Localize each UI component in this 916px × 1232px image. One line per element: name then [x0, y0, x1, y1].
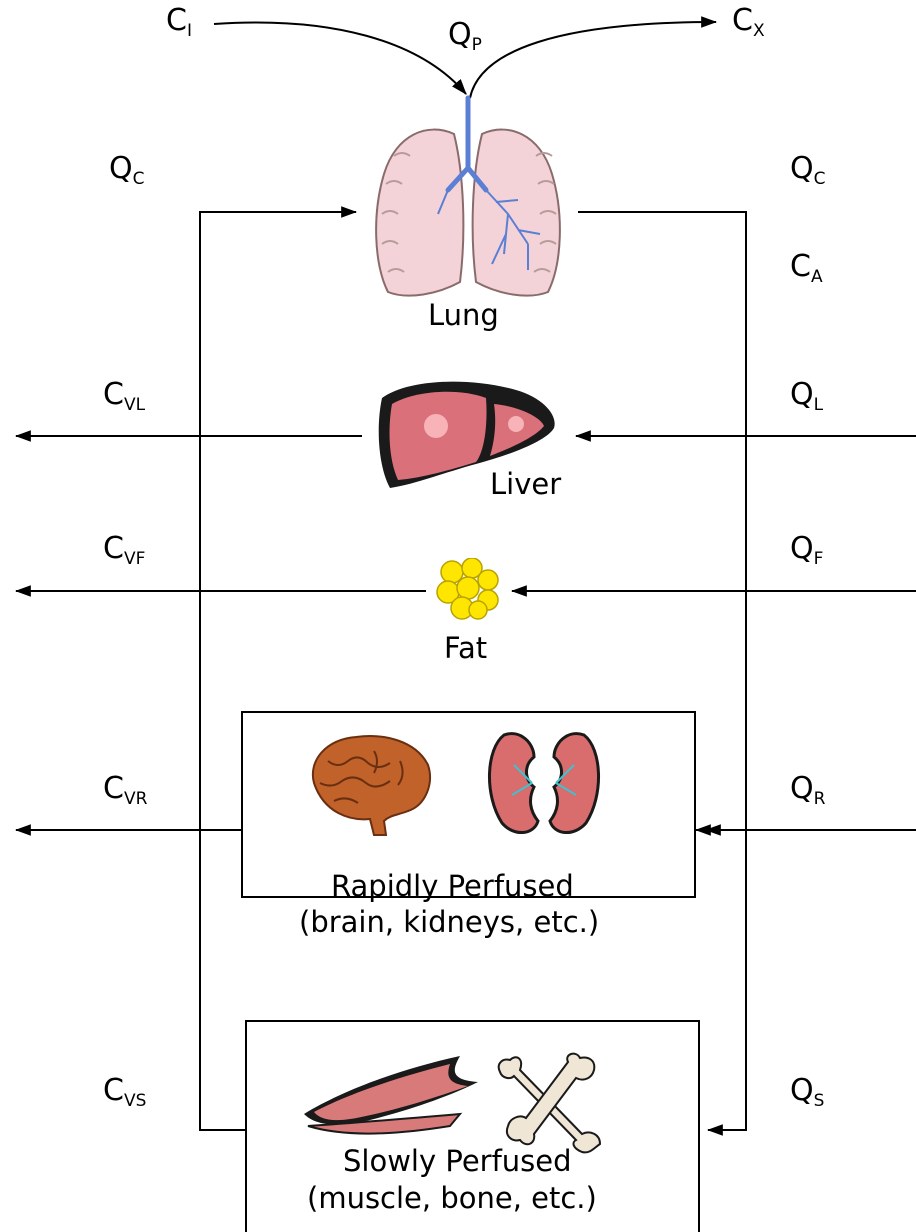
- rapid-label-line1: Rapidly Perfused: [331, 868, 574, 904]
- brain-icon: [304, 731, 434, 839]
- liver-venous-label: CVL: [103, 380, 145, 410]
- slow-venous-line: [200, 830, 246, 1130]
- pulmonary-flow-label: QP: [448, 20, 482, 50]
- muscle-icon: [300, 1052, 480, 1138]
- rapid-venous-label: CVR: [103, 774, 147, 804]
- fat-flow-label: QF: [790, 534, 823, 564]
- cardiac-output-right-label: QC: [790, 154, 826, 184]
- slow-flow-label: QS: [790, 1076, 824, 1106]
- bone-icon: [490, 1048, 608, 1158]
- arterial-concentration-label: CA: [790, 252, 823, 282]
- liver-label: Liver: [490, 466, 561, 502]
- lung-label: Lung: [428, 297, 499, 333]
- lungs-icon: [368, 94, 568, 304]
- rapid-label-line2: (brain, kidneys, etc.): [299, 904, 599, 940]
- slow-arterial-arrow: [708, 830, 746, 1130]
- fat-label: Fat: [444, 630, 487, 666]
- kidneys-icon: [484, 725, 604, 837]
- fat-cells-icon: [436, 558, 502, 622]
- exhaled-concentration-label: CX: [732, 6, 765, 36]
- rapid-flow-label: QR: [790, 774, 825, 804]
- cardiac-output-left-label: QC: [109, 154, 145, 184]
- inhaled-concentration-label: CI: [166, 6, 192, 36]
- slow-label-line1: Slowly Perfused: [343, 1143, 572, 1179]
- slow-label-line2: (muscle, bone, etc.): [307, 1180, 597, 1216]
- slow-venous-label: CVS: [103, 1076, 146, 1106]
- liver-flow-label: QL: [790, 380, 823, 410]
- fat-venous-label: CVF: [103, 534, 145, 564]
